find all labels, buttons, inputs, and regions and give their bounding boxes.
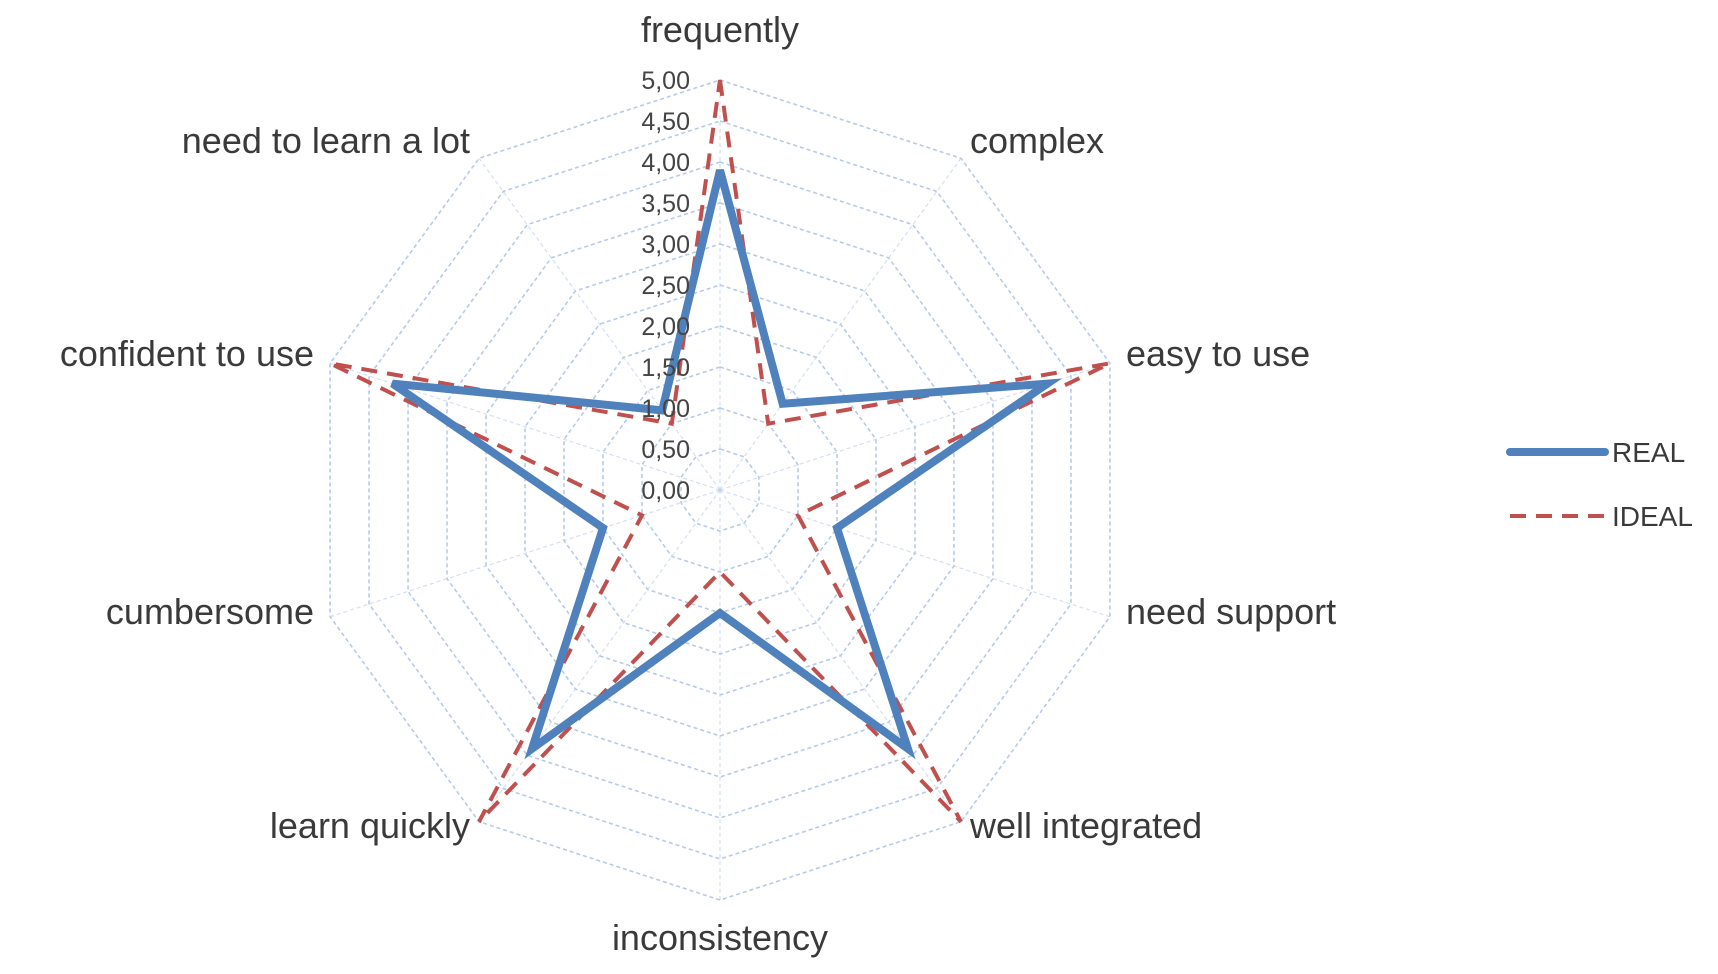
- tick-label: 5,00: [641, 67, 690, 95]
- grid-ring: [329, 79, 1111, 901]
- grid-ring: [680, 448, 760, 532]
- tick-label: 4,50: [641, 108, 690, 136]
- category-label-layer: frequently complex easy to use need support…: [60, 9, 1336, 958]
- radial-spoke: [719, 362, 1111, 491]
- radial-spoke: [719, 489, 1111, 618]
- series-layer: [329, 79, 1111, 824]
- legend-label-ideal: IDEAL: [1612, 501, 1693, 532]
- category-label: need support: [1126, 591, 1336, 632]
- category-label: complex: [970, 120, 1104, 161]
- category-label: easy to use: [1126, 333, 1310, 374]
- tick-label: 0,50: [641, 436, 690, 464]
- radial-spoke: [478, 157, 721, 491]
- radial-spoke: [478, 489, 721, 823]
- category-label: need to learn a lot: [182, 120, 470, 161]
- tick-label: 0,00: [641, 477, 690, 505]
- legend: REAL IDEAL: [1506, 437, 1693, 532]
- grid-ring: [485, 243, 955, 737]
- tick-label: 3,00: [641, 231, 690, 259]
- tick-label: 3,50: [641, 190, 690, 218]
- category-label: well integrated: [969, 805, 1202, 846]
- category-label: confident to use: [60, 333, 314, 374]
- grid-ring: [446, 202, 994, 778]
- tick-layer: 0,00 0,50 1,00 1,50 2,00 2,50 3,00 3,50 4,00 4,50…: [641, 67, 690, 505]
- tick-label: 2,50: [641, 272, 690, 300]
- tick-label: 1,50: [641, 354, 690, 382]
- grid-ring: [641, 407, 799, 573]
- category-label: inconsistency: [612, 917, 828, 958]
- category-label: cumbersome: [106, 591, 314, 632]
- series-line-ideal: [329, 79, 1111, 824]
- series-line-real: [390, 169, 1063, 760]
- spoke-layer: [329, 80, 1111, 900]
- radial-spoke: [719, 157, 962, 491]
- legend-label-real: REAL: [1612, 437, 1685, 468]
- grid-ring: [407, 161, 1033, 819]
- category-label: frequently: [641, 9, 799, 50]
- tick-label: 2,00: [641, 313, 690, 341]
- tick-label: 1,00: [641, 395, 690, 423]
- radial-spoke: [329, 362, 721, 491]
- radial-spoke: [719, 489, 962, 823]
- radial-spoke: [329, 489, 721, 618]
- tick-label: 4,00: [641, 149, 690, 177]
- category-label: learn quickly: [270, 805, 470, 846]
- grid-ring: [368, 120, 1072, 860]
